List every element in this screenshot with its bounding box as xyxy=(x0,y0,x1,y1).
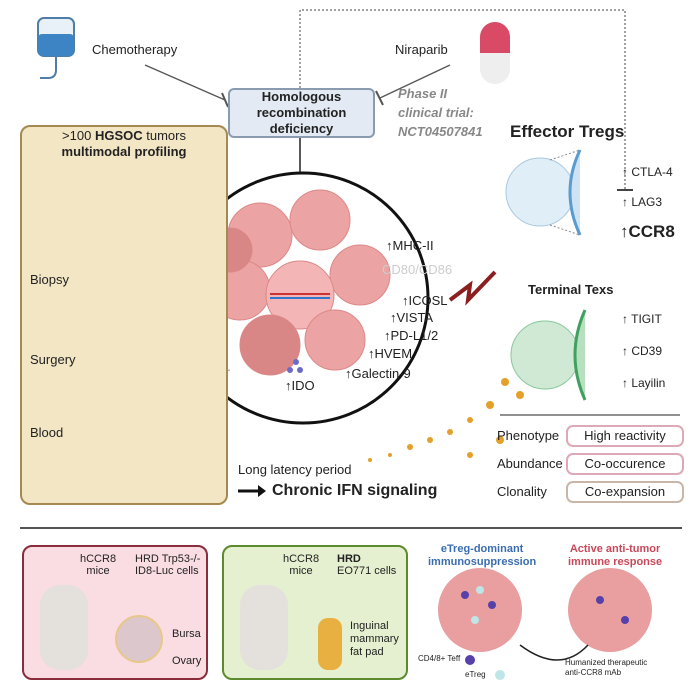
marker-cd39: ↑ CD39 xyxy=(622,344,663,358)
effector-treg-cell xyxy=(505,157,575,227)
cohort-subtitle: multimodal profiling xyxy=(61,144,187,159)
title-line: immunosuppression xyxy=(428,556,537,568)
site-line: fat pad xyxy=(350,646,384,658)
marker-ccr8: ↑CCR8 xyxy=(620,222,675,241)
table-label: Clonality xyxy=(497,484,547,499)
mice-label: mice xyxy=(86,565,110,577)
trial-line: clinical trial: xyxy=(398,105,474,120)
marker-lag3: ↑ LAG3 xyxy=(622,195,663,209)
marker-icosl: ↑ICOSL xyxy=(402,293,448,308)
upregulation-arrow-icon xyxy=(448,270,497,306)
clinical-trial-note: Phase II clinical trial: NCT04507841 xyxy=(398,84,483,141)
bursa-label: Bursa xyxy=(172,628,201,640)
latency-label: Long latency period xyxy=(238,462,352,477)
cell-line: ID8-Luc cells xyxy=(135,565,199,577)
marker-layilin: ↑ Layilin xyxy=(622,376,666,390)
marker-pdl: ↑PD-L1/2 xyxy=(384,328,439,343)
mouse-icon xyxy=(40,585,88,670)
terminal-texs-cell xyxy=(510,320,580,390)
cell-line: HRD Trp53-/- xyxy=(135,553,201,565)
chemotherapy-label: Chemotherapy xyxy=(92,42,178,57)
table-value: Co-occurence xyxy=(566,453,684,475)
niraparib-label: Niraparib xyxy=(395,42,448,57)
marker-hvem: ↑HVEM xyxy=(368,346,413,361)
site-line: mammary xyxy=(350,633,399,645)
cohort-type: HGSOC xyxy=(94,128,143,143)
mice-label: mice xyxy=(289,565,313,577)
iv-bag-icon xyxy=(37,17,75,79)
table-label: Phenotype xyxy=(497,428,560,443)
cell-line: EO771 cells xyxy=(337,565,397,577)
cohort-suffix: tumors xyxy=(142,128,186,143)
title-line: Active anti-tumor xyxy=(569,543,661,555)
effector-tregs-title: Effector Tregs xyxy=(510,122,625,141)
marker-vista: ↑VISTA xyxy=(390,310,434,325)
cell-line: HRD xyxy=(337,553,361,565)
mouse-strain: hCCR8 xyxy=(80,553,117,565)
cohort-panel xyxy=(20,125,228,505)
marker-cd80-cd86: CD80/CD86 xyxy=(382,262,453,277)
tumor-immunosuppressed xyxy=(438,568,522,652)
biopsy-label: Biopsy xyxy=(30,272,70,287)
mouse-icon xyxy=(240,585,288,670)
teff-legend: CD4/8+ Teff xyxy=(418,654,461,663)
table-label: Abundance xyxy=(497,456,563,471)
mab-line: anti-CCR8 mAb xyxy=(565,668,622,677)
fat-pad-icon xyxy=(318,618,342,670)
marker-mhc2: ↑MHC-II xyxy=(386,238,434,253)
tumor-responsive xyxy=(568,568,652,652)
marker-ido: ↑IDO xyxy=(285,378,315,393)
table-value: Co-expansion xyxy=(566,481,684,503)
site-line: Inguinal xyxy=(350,620,389,632)
p1-cells: HRD Trp53-/-ID8-Luc cells xyxy=(135,553,200,577)
marker-ctla4: ↑ CTLA-4 xyxy=(622,165,673,179)
cohort-count: >100 xyxy=(62,128,95,143)
trial-line: Phase II xyxy=(398,86,448,101)
title-line: eTreg-dominant xyxy=(440,543,524,555)
marker-tigit: ↑ TIGIT xyxy=(622,312,662,326)
hrd-box: Homologous recombination deficiency xyxy=(228,88,375,138)
ovary-icon xyxy=(115,615,163,663)
table-value: High reactivity xyxy=(566,425,684,447)
mouse-strain: hCCR8 xyxy=(283,553,320,565)
surgery-label: Surgery xyxy=(30,352,76,367)
etreg-legend: eTreg xyxy=(465,670,486,679)
mab-line: Humanized therapeutic xyxy=(565,658,648,667)
pill-icon xyxy=(480,22,510,84)
marker-galectin9: ↑Galectin-9 xyxy=(345,366,411,381)
blood-label: Blood xyxy=(30,425,64,440)
terminal-texs-title: Terminal Texs xyxy=(528,282,614,297)
ifn-signaling-label: Chronic IFN signaling xyxy=(272,482,438,499)
title-line: immune response xyxy=(568,556,663,568)
ovary-label: Ovary xyxy=(172,655,202,667)
trial-id: NCT04507841 xyxy=(398,124,483,139)
ifn-particles xyxy=(368,378,524,462)
